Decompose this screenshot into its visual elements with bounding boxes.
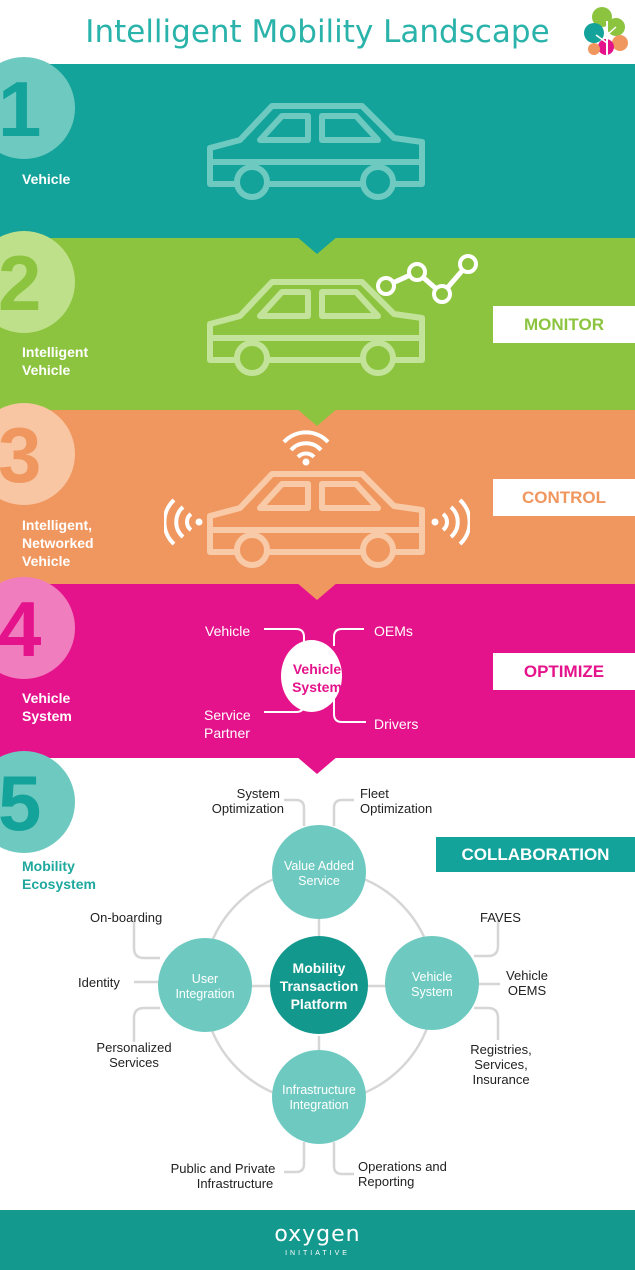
car-icon [207,471,425,568]
car-icon [207,103,425,200]
user-integration-label: User Integration [175,972,235,1001]
stage-4-label: Vehicle System [22,690,72,724]
faves-label: FAVES [480,910,521,925]
vehicle-system-eco-node [385,936,479,1030]
car-icon [207,279,425,376]
user-integration-node [158,938,252,1032]
value-added-service-label: Value Added Service [284,859,354,888]
mobility-platform-node [270,936,368,1034]
footer-bar [0,1210,635,1270]
optimize-badge: OPTIMIZE [493,653,635,690]
signal-right-icon [431,498,470,546]
identity-label: Identity [78,975,120,990]
oems-node-label: OEMs [374,623,413,639]
vehicle-oems-label: Vehicle OEMS [506,968,548,998]
page-title: Intelligent Mobility Landscape [85,14,550,50]
personalized-services-label: Personalized Services [96,1040,172,1070]
onboarding-label: On-boarding [90,910,163,925]
control-badge: CONTROL [493,479,635,516]
stage-4-number: 4 [0,585,42,673]
monitor-badge: MONITOR [493,306,635,343]
infrastructure-integration-node [272,1050,366,1144]
stage-1-band [0,64,635,238]
service-partner-label: Service Partner [204,707,251,741]
stage-1-number: 1 [0,65,42,153]
operations-reporting-label: Operations and Reporting [358,1159,447,1189]
stage-3-label: Intelligent, Networked Vehicle [22,517,94,569]
band-arrow [296,236,338,254]
oxygen-logo: oxygen [274,1222,361,1247]
vehicle-system-node-label: Vehicle System [292,661,342,695]
wifi-icon [282,430,330,466]
signal-left-icon [164,498,203,546]
band-arrow [296,756,338,774]
stage-3-number: 3 [0,411,42,499]
fleet-optimization-label: Fleet Optimization [360,786,433,816]
stage-2-number: 2 [0,239,42,327]
tree-logo-icon [584,7,628,59]
value-added-service-node [272,825,366,919]
vehicle-system-node [281,640,342,712]
infrastructure-integration-label: Infrastructure Integration [282,1083,356,1112]
mobility-platform-label: Mobility Transaction Platform [279,960,359,1012]
collaboration-badge: COLLABORATION [436,837,635,872]
public-private-label: Public and Private Infrastructure [170,1161,276,1191]
stage-5-label: Mobility Ecosystem [22,858,96,892]
band-arrow [296,408,338,426]
vehicle-system-eco-label: Vehicle System [411,970,453,999]
system-optimization-label: System Optimization [211,786,284,816]
oxygen-logo-sub: INITIATIVE [285,1250,350,1257]
drivers-node-label: Drivers [374,716,419,732]
graph-icon [376,254,478,304]
stage-2-label: Intelligent Vehicle [22,344,89,378]
vehicle-node-label: Vehicle [205,623,251,639]
band-arrow [296,582,338,600]
registries-label: Registries, Services, Insurance [470,1042,532,1087]
stage-1-label: Vehicle [22,171,71,187]
stage-5-number: 5 [0,759,42,847]
